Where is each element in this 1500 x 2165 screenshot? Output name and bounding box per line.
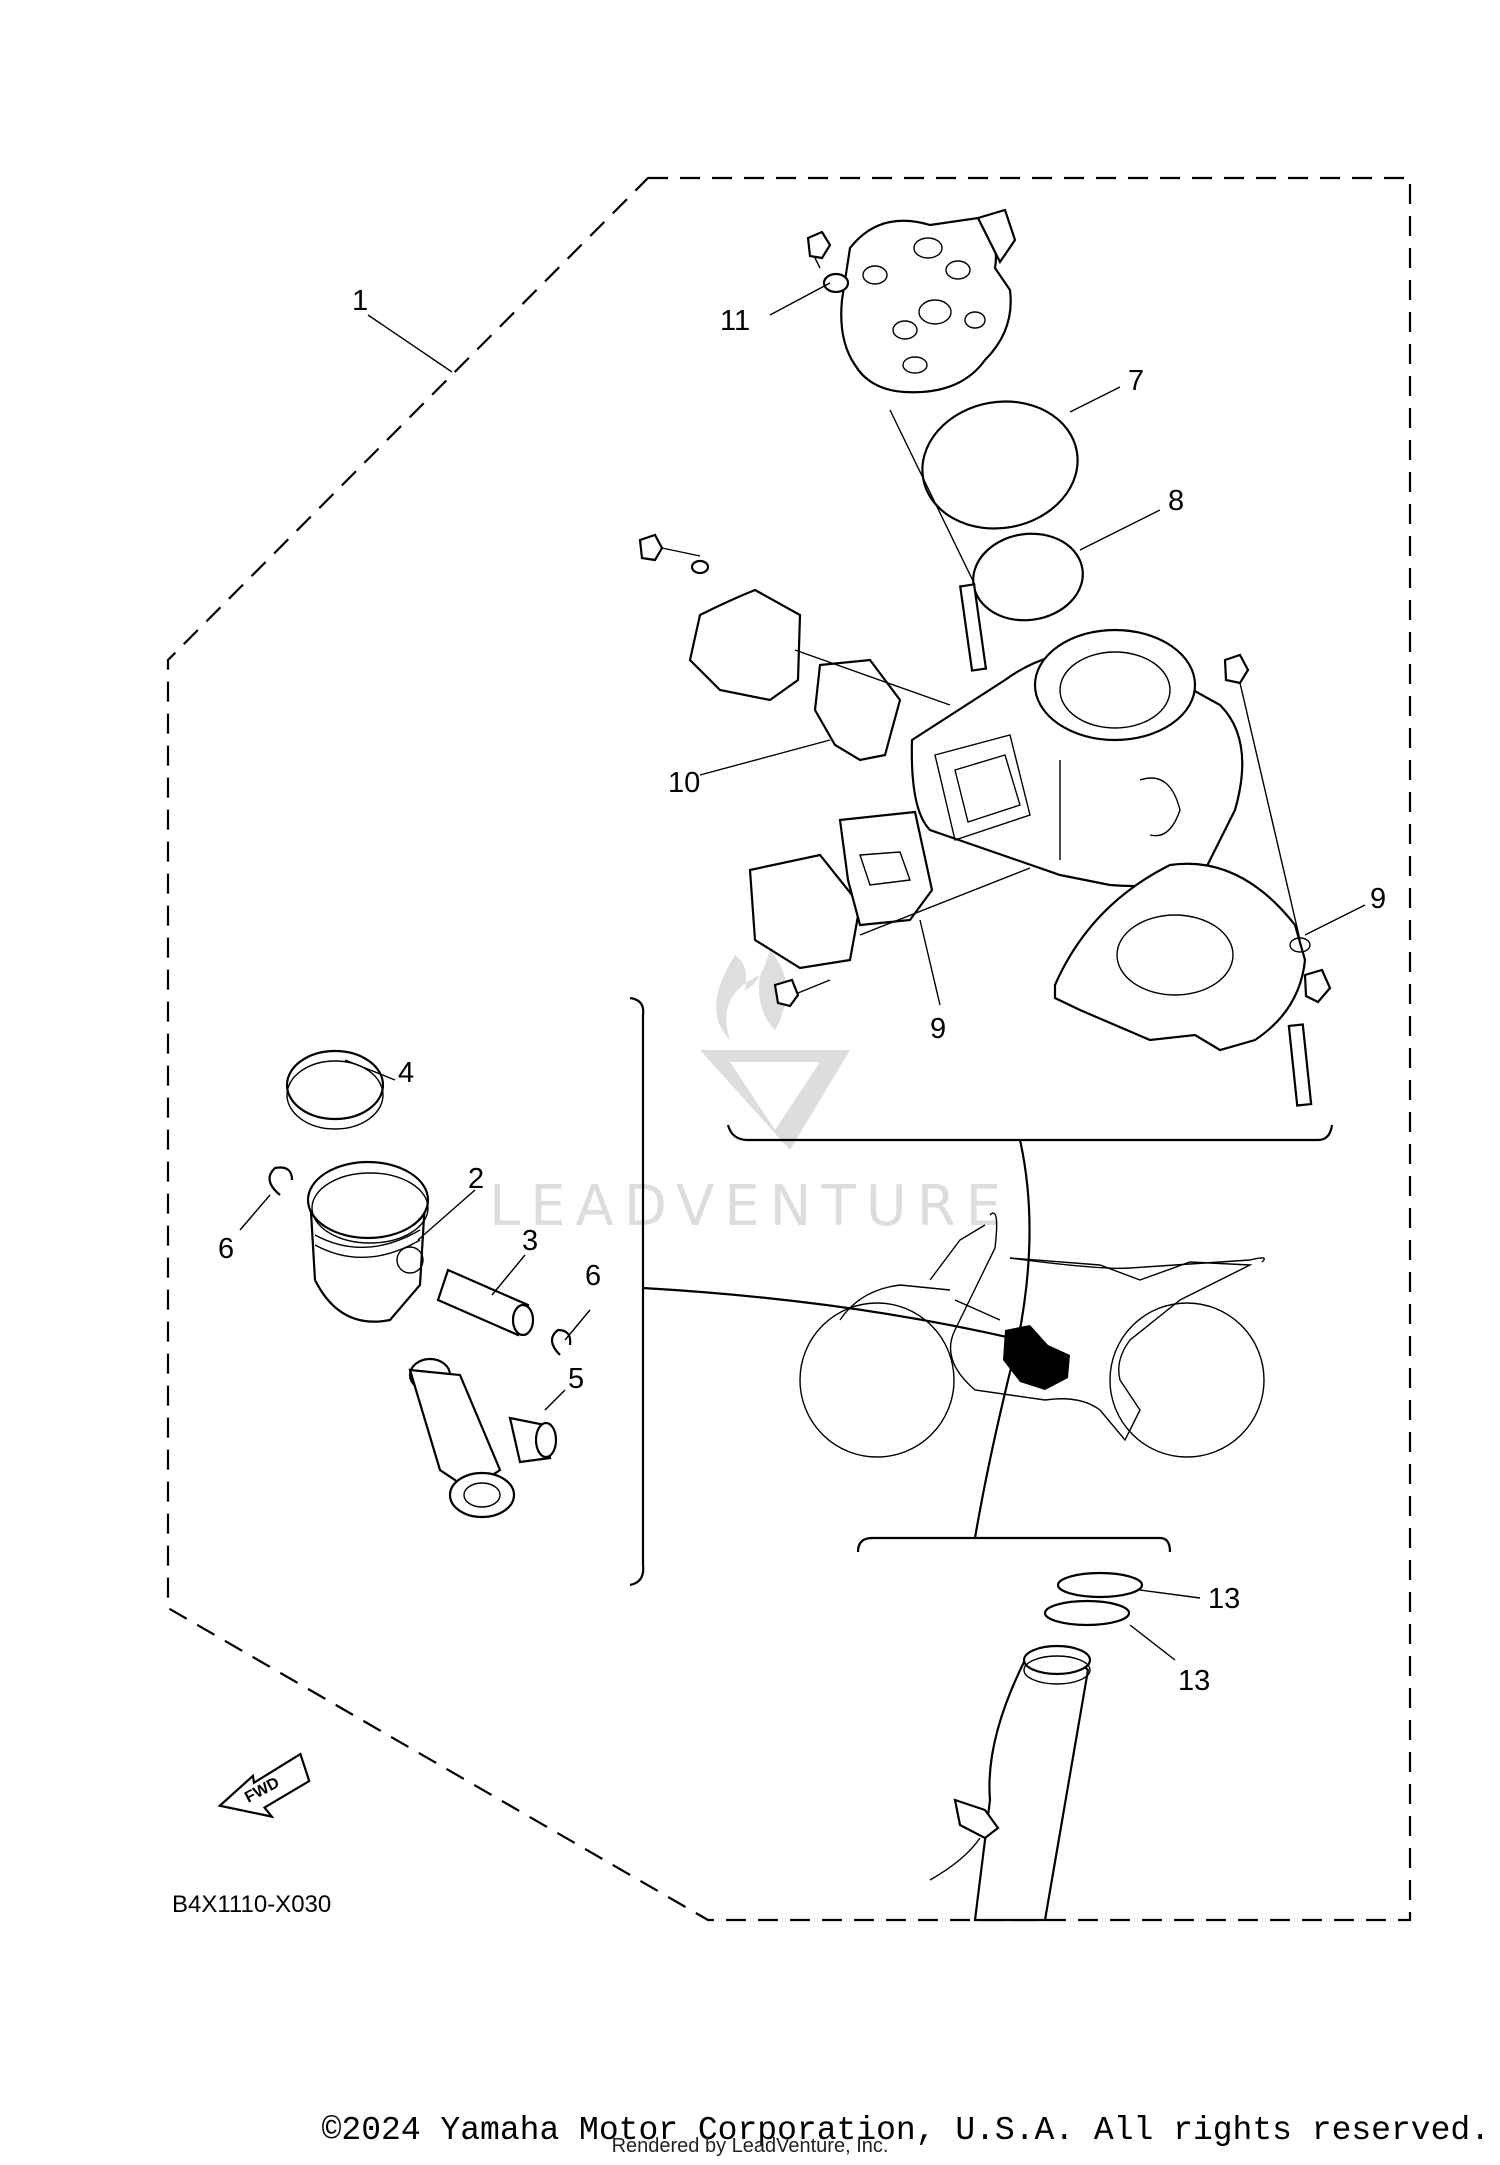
callouts: 1 11 7 8 10 9 9 4 2 6 3 6 5 13 13 xyxy=(218,285,1386,1697)
part-4-piston-ring xyxy=(285,1049,385,1130)
cylinder-head xyxy=(806,208,1017,394)
cylinder xyxy=(910,628,1301,941)
callout-8: 8 xyxy=(1168,485,1184,517)
part-12-washer xyxy=(822,272,850,294)
part-5-conrod xyxy=(408,1357,558,1519)
part-3-pin xyxy=(436,1268,535,1337)
callout-10: 9 xyxy=(930,1013,946,1045)
leadventure-watermark: LEADVENTURE xyxy=(489,950,1011,1239)
callout-2: 2 xyxy=(468,1163,484,1195)
part-13-ring-lower xyxy=(1043,1599,1131,1627)
connector-left xyxy=(642,1286,1021,1342)
stud-bolt xyxy=(889,409,988,672)
part-2-piston xyxy=(306,1160,430,1323)
watermark-text: LEADVENTURE xyxy=(489,1174,1011,1239)
motorcycle-locator xyxy=(799,1212,1265,1458)
exhaust-flange xyxy=(748,810,1031,1008)
fwd-arrow-icon: FWD xyxy=(217,1752,311,1819)
callout-11: 10 xyxy=(668,767,700,799)
part-8-gasket xyxy=(972,532,1084,622)
part-6-clip-right xyxy=(550,1328,572,1356)
bracket-left xyxy=(629,996,645,1587)
part-6-clip-left xyxy=(268,1166,294,1196)
part-9-gasket xyxy=(1053,862,1307,1052)
assembly-boundary xyxy=(166,176,1412,1922)
bracket-top xyxy=(726,1124,1334,1142)
callout-1: 1 xyxy=(352,285,368,317)
small-bolts xyxy=(1287,968,1332,1107)
bracket-bottom xyxy=(856,1536,1172,1553)
callout-13-lower: 13 xyxy=(1178,1665,1210,1697)
callout-6-right: 6 xyxy=(585,1260,601,1292)
callout-4: 4 xyxy=(398,1057,414,1089)
callout-13-upper: 13 xyxy=(1208,1583,1240,1615)
rendered-by: Rendered by LeadVenture, Inc. xyxy=(611,2135,889,2157)
callout-3: 3 xyxy=(522,1225,538,1257)
diagram-code: B4X1110-X030 xyxy=(172,1891,331,1918)
part-7-gasket xyxy=(921,400,1079,530)
callout-leaders xyxy=(239,282,1366,1661)
callout-9: 9 xyxy=(1370,883,1386,915)
part-13-ring-upper xyxy=(1056,1571,1144,1599)
part-11-gasket xyxy=(813,658,902,762)
callout-6-left: 6 xyxy=(218,1233,234,1265)
copyright-notice: ©2024 Yamaha Motor Corporation, U.S.A. A… xyxy=(321,2112,1490,2149)
reed-cover xyxy=(638,533,802,702)
exhaust-pipe xyxy=(929,1644,1092,1922)
callout-12: 11 xyxy=(720,305,750,337)
callout-5: 5 xyxy=(568,1363,584,1395)
callout-7: 7 xyxy=(1128,365,1144,397)
